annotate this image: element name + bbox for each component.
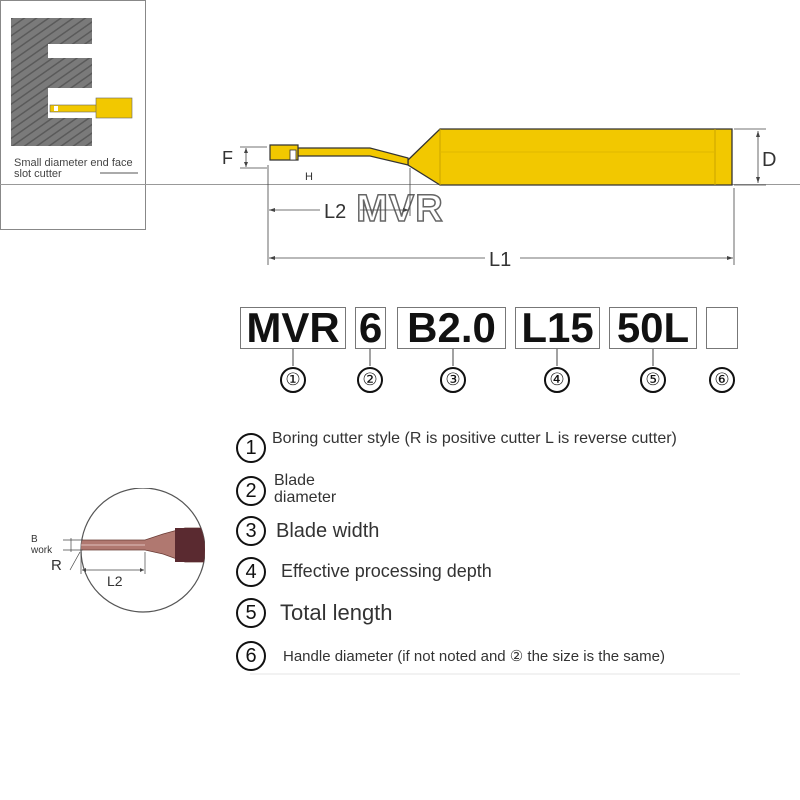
code-segment-width: B2.0: [397, 307, 506, 349]
code-segment-diameter: 6: [355, 307, 386, 349]
legend-num-3: 3: [236, 516, 266, 546]
code-index-1: ①: [280, 367, 306, 393]
detail-label-b: B: [31, 534, 38, 545]
label-f: F: [222, 148, 233, 168]
tool-neck: [297, 147, 409, 166]
label-h: H: [305, 171, 313, 183]
legend-text-6: Handle diameter (if not noted and ② the …: [283, 648, 665, 665]
code-connectors: [292, 349, 654, 366]
card-caption: Small diameter end face slot cutter: [14, 157, 133, 180]
code-segment-style: MVR: [240, 307, 346, 349]
code-segment-depth: L15: [515, 307, 600, 349]
code-index-2: ②: [357, 367, 383, 393]
legend-num-4: 4: [236, 557, 266, 587]
card-divider: [0, 184, 800, 185]
workpiece-section: [11, 18, 92, 146]
detail-label-l2: L2: [107, 573, 123, 589]
legend-text-5: Total length: [280, 600, 393, 625]
code-index-3: ③: [440, 367, 466, 393]
card-model: MVR: [356, 187, 444, 231]
legend-num-6: 6: [236, 641, 266, 671]
tool-dimension-diagram: F H D L2 L1: [222, 128, 776, 271]
slot-illustration: [11, 18, 133, 146]
legend-text-2: Blade diameter: [274, 472, 337, 506]
legend-num-5: 5: [236, 598, 266, 628]
code-segment-handle: [706, 307, 738, 349]
label-l1: L1: [489, 249, 511, 271]
code-index-4: ④: [544, 367, 570, 393]
code-segment-length: 50L: [609, 307, 697, 349]
code-index-6: ⑥: [709, 367, 735, 393]
label-d: D: [762, 149, 776, 171]
detail-magnified-view: B work R L2: [30, 488, 205, 613]
legend-text-4: Effective processing depth: [281, 561, 492, 581]
tool-shank: [407, 128, 733, 186]
tool-type-card: Small diameter end face slot cutter MVR: [0, 0, 800, 231]
legend-num-1: 1: [236, 433, 266, 463]
legend-text-3: Blade width: [276, 520, 380, 542]
detail-label-r: R: [51, 557, 62, 574]
detail-label-work: work: [30, 545, 53, 556]
label-l2: L2: [324, 201, 346, 223]
code-index-5: ⑤: [640, 367, 666, 393]
legend-num-2: 2: [236, 476, 266, 506]
legend-text-1: Boring cutter style (R is positive cutte…: [272, 430, 677, 447]
